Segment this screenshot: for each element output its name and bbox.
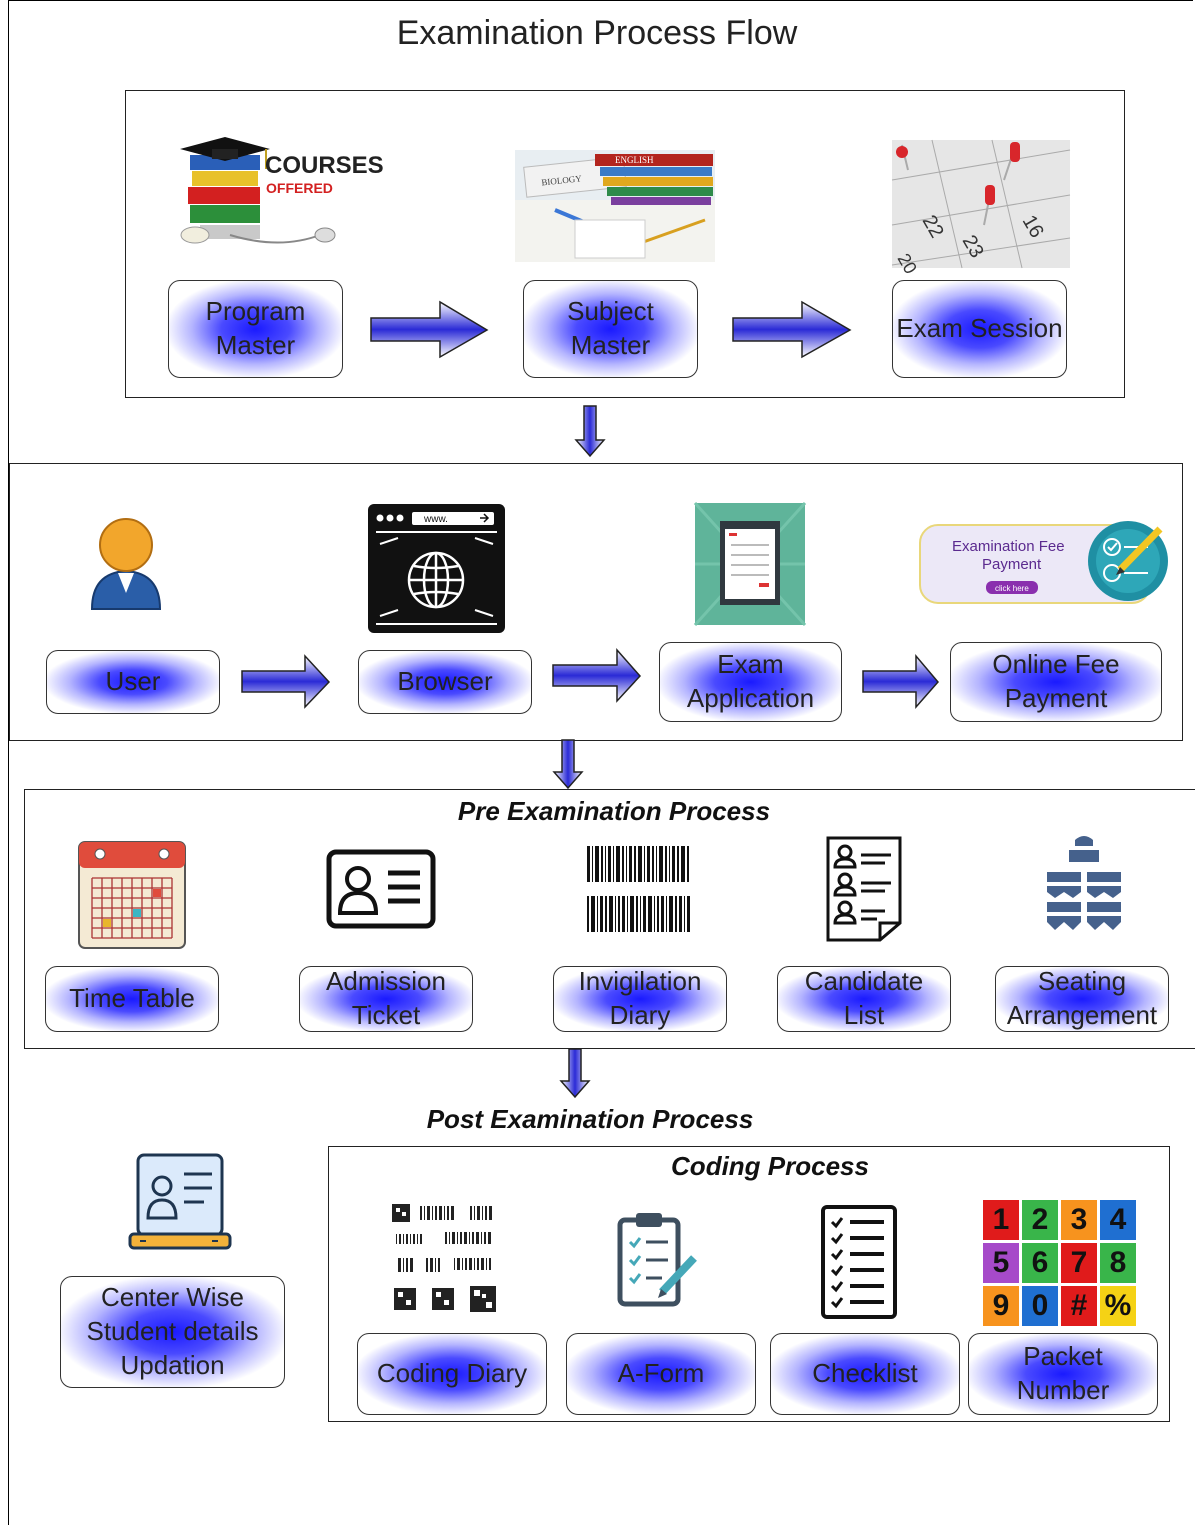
fee-button-text: click here <box>995 584 1029 593</box>
number-tile: 5 <box>983 1243 1019 1283</box>
checklist-node: Checklist <box>770 1333 960 1415</box>
exam-application-node: Exam Application <box>659 642 842 722</box>
user-node: User <box>46 650 220 714</box>
online-fee-payment-node: Online Fee Payment <box>950 642 1162 722</box>
calendar-pins-image: 22 23 16 20 <box>891 139 1071 277</box>
barcode-icon <box>587 846 690 932</box>
number-tile: # <box>1061 1286 1097 1326</box>
student-details-laptop-icon <box>128 1153 232 1250</box>
user-icon <box>90 518 162 610</box>
number-tile: 0 <box>1022 1286 1058 1326</box>
arrow-stage2-to-stage3 <box>552 739 584 790</box>
post-examination-title: Post Examination Process <box>426 1104 754 1134</box>
number-tile: 1 <box>983 1200 1019 1240</box>
number-tile: 4 <box>1100 1200 1136 1240</box>
exam-application-icon <box>693 501 807 627</box>
number-tile: 7 <box>1061 1243 1097 1283</box>
number-tile: 9 <box>983 1286 1019 1326</box>
arrow-application-to-payment <box>862 653 939 709</box>
arrow-user-to-browser <box>241 654 331 709</box>
a-form-node: A-Form <box>566 1333 756 1415</box>
number-tile: % <box>1100 1286 1136 1326</box>
seating-arrangement-node: Seating Arrangement <box>995 966 1169 1032</box>
arrow-stage1-to-stage2 <box>574 405 606 458</box>
courses-text: COURSES <box>265 152 384 179</box>
books-image: BIOLOGY ENGLISH <box>515 150 715 262</box>
program-master-node: Program Master <box>168 280 343 378</box>
calendar-icon <box>78 841 186 949</box>
number-tile: 8 <box>1100 1243 1136 1283</box>
number-tile: 3 <box>1061 1200 1097 1240</box>
arrow-subject-to-session <box>732 300 852 359</box>
arrow-browser-to-application <box>552 648 642 703</box>
fee-line2: Payment <box>982 556 1042 573</box>
fee-line1: Examination Fee <box>952 538 1065 555</box>
courses-offered-image: COURSES OFFERED <box>180 137 384 244</box>
offered-text: OFFERED <box>266 180 333 196</box>
pre-examination-title: Pre Examination Process <box>457 796 771 826</box>
browser-node: Browser <box>358 650 532 714</box>
browser-globe-icon: www. <box>368 504 505 633</box>
id-card-icon <box>326 849 436 929</box>
coding-process-title: Coding Process <box>671 1151 869 1181</box>
number-tile: 2 <box>1022 1200 1058 1240</box>
clipboard-form-icon <box>617 1213 697 1307</box>
biology-text: BIOLOGY <box>541 173 583 187</box>
candidate-list-icon <box>826 836 902 942</box>
number-tile: 6 <box>1022 1243 1058 1283</box>
admission-ticket-node: Admission Ticket <box>299 966 473 1032</box>
qr-barcode-sheet-icon <box>392 1204 496 1312</box>
packet-number-node: Packet Number <box>968 1333 1158 1415</box>
fee-payment-banner: Examination Fee Payment click here <box>919 521 1168 604</box>
center-wise-student-node: Center Wise Student details Updation <box>60 1276 285 1388</box>
arrow-stage3-to-stage4 <box>559 1048 591 1099</box>
www-text: www. <box>423 514 448 525</box>
subject-master-node: Subject Master <box>523 280 698 378</box>
checklist-icon <box>821 1205 897 1319</box>
candidate-list-node: Candidate List <box>777 966 951 1032</box>
coding-diary-node: Coding Diary <box>357 1333 547 1415</box>
seating-arrangement-icon <box>1047 836 1121 930</box>
invigilation-diary-node: Invigilation Diary <box>553 966 727 1032</box>
diagram-title: Examination Process Flow <box>396 14 798 52</box>
time-table-node: Time Table <box>45 966 219 1032</box>
outer-frame <box>8 0 1193 1525</box>
english-text: ENGLISH <box>615 155 654 165</box>
arrow-program-to-subject <box>370 300 489 359</box>
exam-session-node: Exam Session <box>892 280 1067 378</box>
